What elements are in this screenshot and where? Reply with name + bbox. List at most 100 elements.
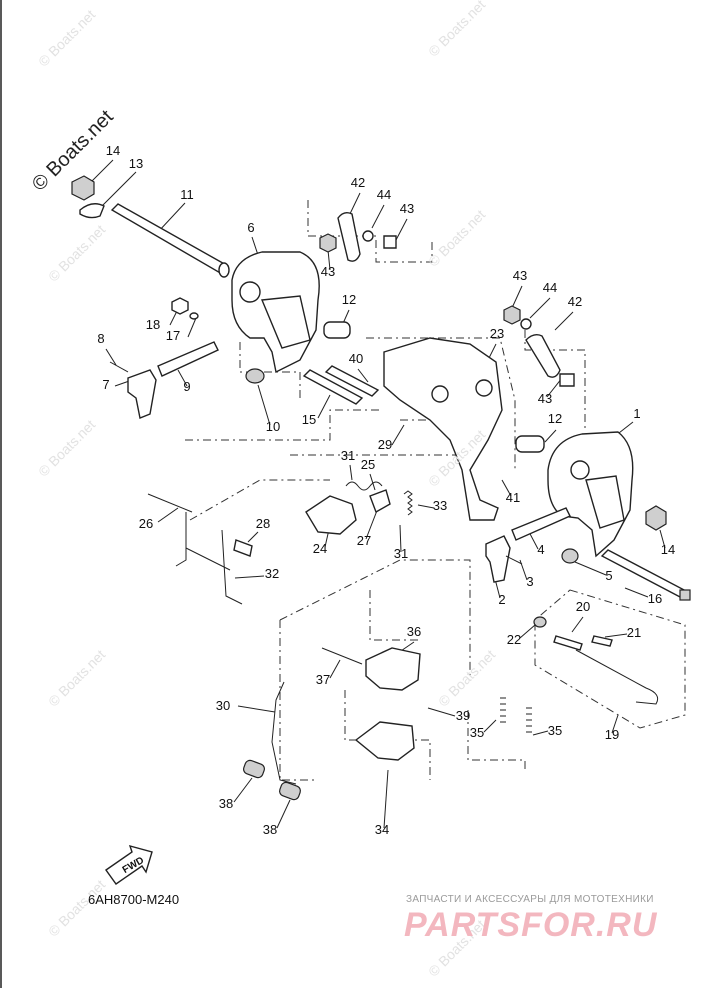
callout-number: 21 [627,625,641,640]
link-42-right [525,333,561,378]
callout-number: 38 [263,822,277,837]
bracket-36 [365,647,421,691]
bracket-34 [354,721,415,761]
callout-number: 6 [247,220,254,235]
shop-logo: PARTSFOR.RU [404,906,658,944]
callout-number: 44 [377,187,391,202]
collar-38-lower [279,781,301,801]
bolt-16-head [679,589,691,601]
callout-number: 10 [266,419,280,434]
clamp-bracket-6-hole [239,281,261,303]
nut-14-right [645,505,667,531]
nut-18 [171,297,189,315]
bushing-12-right [515,435,545,453]
callout-number: 12 [548,411,562,426]
screw-4 [511,507,571,541]
callout-number: 43 [321,264,335,279]
plate-7 [127,369,157,419]
spring-35-left [500,697,506,723]
callout-number: 15 [302,412,316,427]
rod-15 [302,369,364,405]
shaft-11 [110,203,230,275]
callout-number: 13 [129,156,143,171]
callout-number: 29 [378,437,392,452]
callout-number: 31 [341,448,355,463]
shop-subtitle: ЗАПЧАСТИ И АКСЕССУАРЫ ДЛЯ МОТОТЕХНИКИ [406,894,654,905]
callout-number: 14 [661,542,675,557]
callout-number: 38 [219,796,233,811]
callout-number: 4 [537,542,544,557]
leader-lines [87,159,666,829]
callout-number: 5 [605,568,612,583]
dashed-outline-group-19 [534,589,686,729]
callout-number: 44 [543,280,557,295]
shaft-11-end [218,262,230,278]
spring-25 [345,481,383,491]
collar-5 [561,548,579,564]
spring-30 [271,681,297,785]
callout-number: 3 [526,574,533,589]
dashed-outline-top-bracket [307,200,433,263]
bolt-43-top-right [383,235,397,249]
bushing-12-left [323,321,351,339]
bolt-37 [321,647,363,665]
callout-number: 20 [576,599,590,614]
link-27 [369,489,391,514]
callout-number: 25 [361,457,375,472]
callout-number: 41 [506,490,520,505]
nut-14-left [71,175,95,201]
callout-number: 35 [548,723,562,738]
bolt-43-right-lower [559,373,575,387]
washer-44-top [362,230,374,242]
callout-number: 30 [216,698,230,713]
bolt-43-right [503,305,521,325]
clamp-bracket-6-rib [260,295,311,349]
callout-number: 1 [633,406,640,421]
bolt-43-top-left [319,233,337,253]
callout-number: 27 [357,533,371,548]
rod-32 [175,512,243,605]
callout-number: 2 [498,592,505,607]
callout-number: 37 [316,672,330,687]
callout-number: 32 [265,566,279,581]
spring-33 [403,490,413,516]
callout-number: 40 [349,351,363,366]
callout-number: 7 [102,377,109,392]
callout-number: 36 [407,624,421,639]
callout-number: 11 [180,187,194,202]
lever-24 [305,495,357,535]
collar-38-upper [243,759,265,779]
pin-21 [591,635,613,647]
dashed-outline-lower [279,559,471,680]
dashed-outline-spring [279,620,315,781]
fwd-arrow-icon [105,844,153,885]
callout-number: 42 [568,294,582,309]
collar-10 [245,368,265,384]
link-42-top [337,211,361,262]
callout-number: 12 [342,292,356,307]
callout-number: 17 [166,328,180,343]
dashed-outline-right-bracket [524,330,586,430]
dashed-outline-left-bracket [239,342,301,400]
spring-35-right [526,707,532,733]
callout-number: 8 [97,331,104,346]
dashed-outline-bracket-36 [369,590,420,641]
callout-number: 14 [106,143,120,158]
bolt-16 [600,549,690,599]
clamp-bracket-1-hole [570,460,590,480]
screw-9 [157,341,219,377]
bolt-8 [109,361,129,373]
callout-number: 43 [400,201,414,216]
callout-number: 43 [513,268,527,283]
plate-2 [485,535,511,583]
clamp-bracket-1-rib [585,475,625,529]
washer-13 [79,203,105,219]
dashed-outline-springs-35 [467,710,526,770]
swivel-bracket-23 [383,337,503,521]
callout-number: 31 [394,546,408,561]
callout-number: 39 [456,708,470,723]
swivel-bracket-23-hole-2 [475,379,493,397]
